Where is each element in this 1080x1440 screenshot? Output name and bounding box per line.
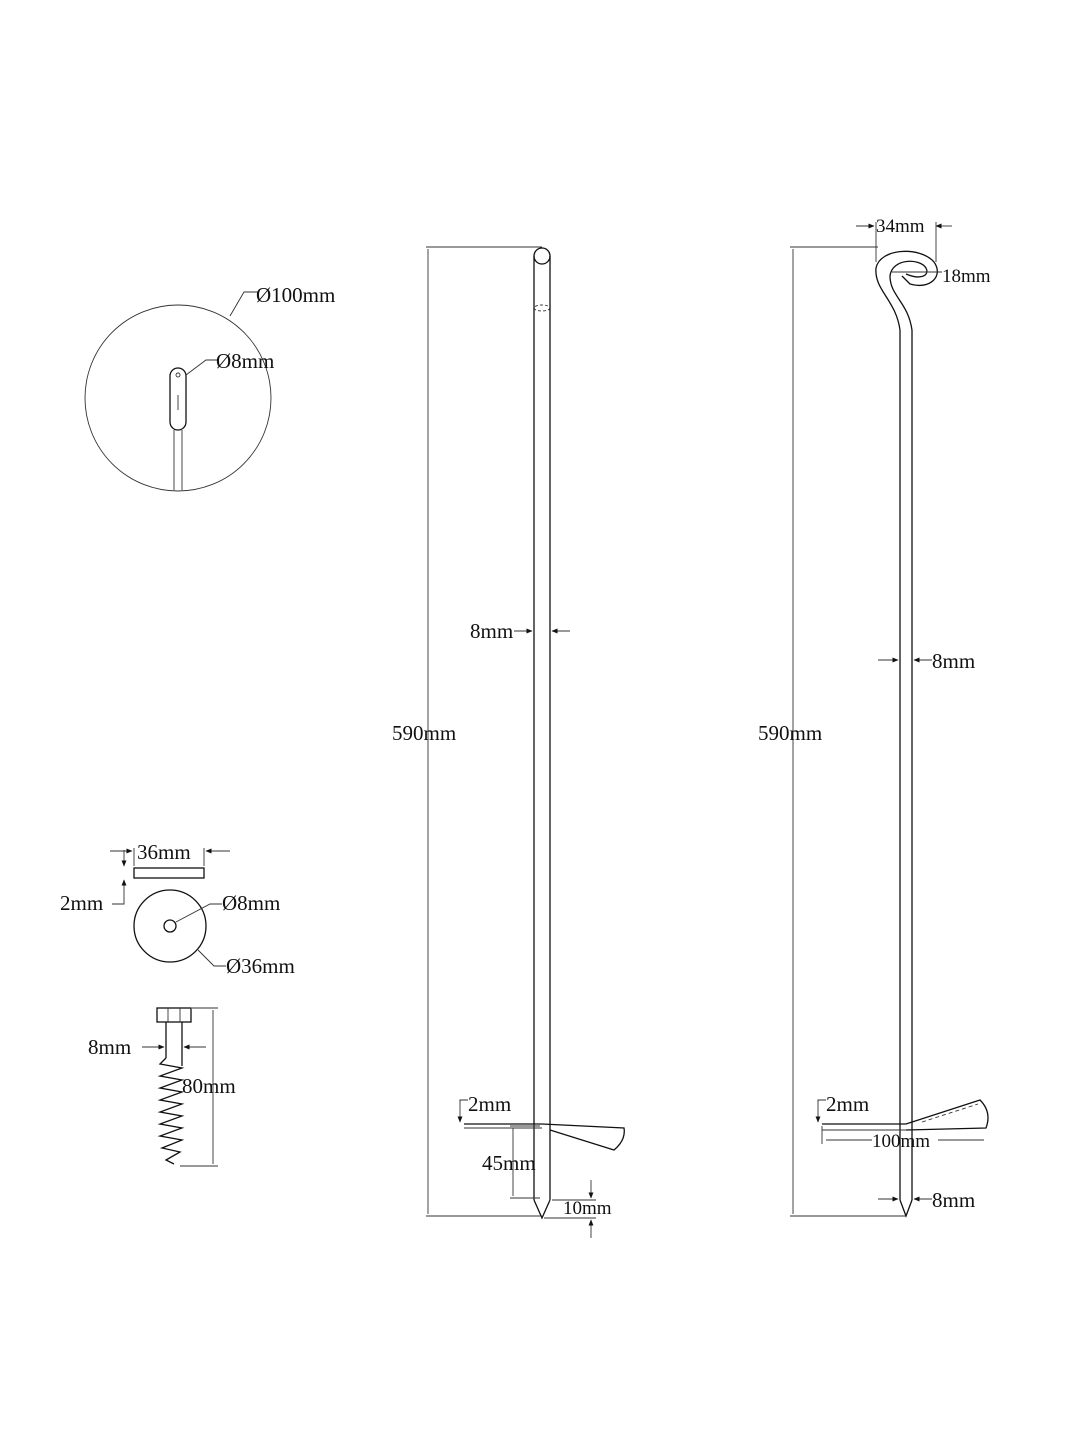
anchor-loop-tip xyxy=(899,1199,913,1218)
anchor-loop-height-label: 590mm xyxy=(758,721,822,745)
washer-outer-label: Ø36mm xyxy=(226,954,295,978)
anchor-loop-rod-label: 8mm xyxy=(932,649,975,673)
screw-thread xyxy=(157,1057,185,1165)
screw-length-label: 80mm xyxy=(182,1074,236,1098)
anchor-loop-tip-label: 8mm xyxy=(932,1188,975,1212)
anchor-loop-blade-thickness-label: 2mm xyxy=(826,1092,869,1116)
washer-thickness-label: 2mm xyxy=(60,891,103,915)
washer-hole xyxy=(163,919,177,933)
anchor-straight-blade-to-tip-label: 45mm xyxy=(482,1151,536,1175)
anchor-straight-view: 590mm 8mm 2mm 45mm 10mm xyxy=(392,246,625,1238)
washer-front-view xyxy=(133,889,207,963)
anchor-straight-rod-label: 8mm xyxy=(470,619,513,643)
screw-head xyxy=(156,1007,192,1023)
anchor-straight-height-label: 590mm xyxy=(392,721,456,745)
screw-view: 8mm 80mm xyxy=(88,1007,236,1167)
detail-rod-diameter-label: Ø8mm xyxy=(216,349,274,373)
anchor-loop-inner-label: 18mm xyxy=(942,266,991,287)
anchor-loop-view: 34mm 18mm 590mm 8mm 2mm 100mm 8mm xyxy=(758,216,991,1218)
anchor-straight-blade-thickness-label: 2mm xyxy=(468,1092,511,1116)
detail-outer-diameter-label: Ø100mm xyxy=(256,283,335,307)
anchor-straight-tip-label: 10mm xyxy=(563,1198,612,1219)
anchor-loop-blade xyxy=(822,1099,989,1131)
detail-circle-view: Ø100mm Ø8mm xyxy=(84,283,335,492)
washer-view: 36mm 2mm Ø8mm Ø36mm xyxy=(60,840,295,978)
washer-width-label: 36mm xyxy=(137,840,191,864)
anchor-loop-width-label: 34mm xyxy=(876,216,925,237)
anchor-straight-blade xyxy=(464,1123,625,1151)
detail-circle-outline xyxy=(84,304,272,492)
washer-hole-label: Ø8mm xyxy=(222,891,280,915)
anchor-loop-eye xyxy=(875,250,938,331)
anchor-straight-tip xyxy=(533,1199,551,1220)
anchor-loop-blade-width-label: 100mm xyxy=(872,1131,930,1152)
detail-rod-top xyxy=(169,367,187,431)
washer-side-view xyxy=(133,867,205,879)
screw-diameter-label: 8mm xyxy=(88,1035,131,1059)
